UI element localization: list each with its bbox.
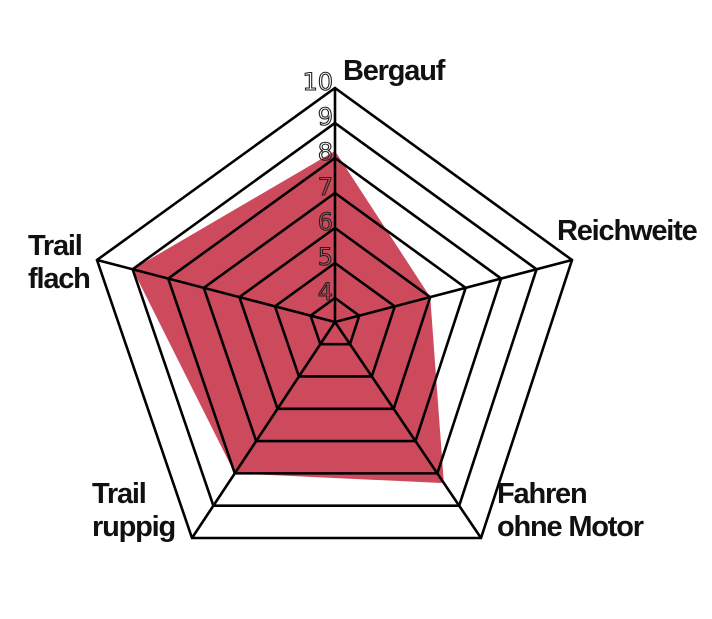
axis-label-line: Bergauf <box>343 55 446 87</box>
axis-label-line: Trail <box>28 230 82 262</box>
grid-ring-8 <box>166 156 503 475</box>
grid-ring-9 <box>131 121 539 507</box>
grid-ring-5 <box>273 261 397 378</box>
axis-label-line: flach <box>28 263 90 295</box>
axis-label-line: ohne Motor <box>497 511 644 543</box>
tick-label: 6 <box>318 208 333 236</box>
grid-ring-4 <box>309 296 361 346</box>
axis-label-line: ruppig <box>92 511 175 543</box>
axis-label-line: Trail <box>92 478 146 510</box>
axis-line <box>96 258 336 324</box>
tick-label: 5 <box>318 243 333 271</box>
axis-line <box>190 321 337 539</box>
axis-line <box>333 321 483 539</box>
axis-line <box>334 258 573 324</box>
tick-label: 8 <box>318 138 333 166</box>
tick-label: 9 <box>318 103 333 131</box>
tick-label: 7 <box>318 173 333 201</box>
grid-ring-10 <box>95 86 574 540</box>
grid-ring-7 <box>202 191 468 443</box>
axis-label-reichweite: Reichweite <box>557 215 699 247</box>
grid-ring-6 <box>237 226 432 411</box>
tick-label: 10 <box>302 68 333 96</box>
axis-label-line: Fahren <box>497 478 587 510</box>
axis-label-bergauf: Bergauf <box>343 55 447 87</box>
axis-label-line: Reichweite <box>557 215 698 247</box>
tick-label: 4 <box>318 278 333 306</box>
